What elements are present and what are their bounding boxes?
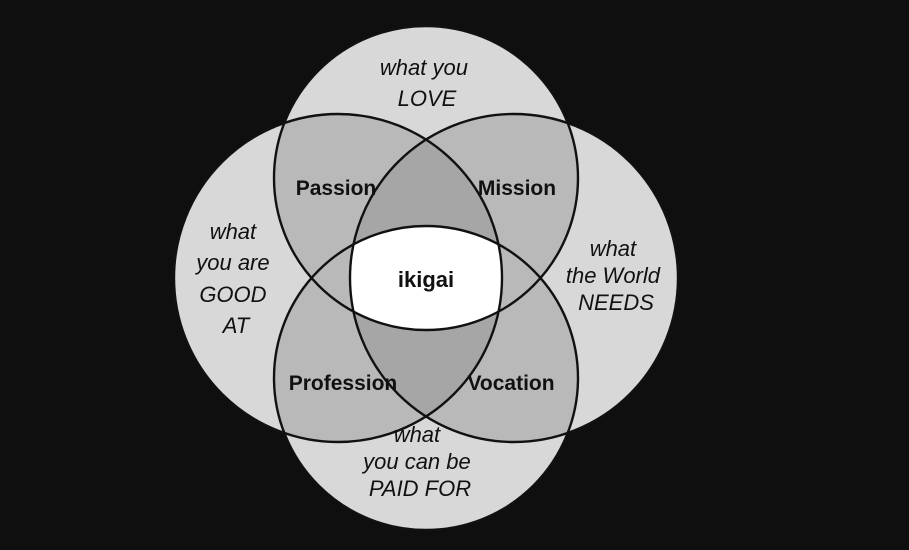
paid-for-label-line: you can be bbox=[361, 449, 471, 474]
passion-label: Passion bbox=[296, 177, 377, 200]
paid-for-label-line: PAID FOR bbox=[369, 476, 471, 501]
good-at-label-line: GOOD bbox=[199, 282, 266, 307]
outline-love bbox=[272, 24, 580, 332]
world-needs-label-line: NEEDS bbox=[578, 290, 654, 315]
mission-label: Mission bbox=[478, 177, 556, 200]
good-at-label-line: you are bbox=[194, 250, 269, 275]
love-label-line: what you bbox=[380, 55, 468, 80]
circle-labels: what you LOVE what you are GOOD AT what … bbox=[194, 55, 666, 501]
overlap-labels: Passion Mission Profession Vocation bbox=[289, 177, 556, 395]
love-label-line: LOVE bbox=[398, 86, 457, 111]
paid-for-label-line: what bbox=[394, 422, 441, 447]
profession-label: Profession bbox=[289, 372, 398, 395]
outline-good-at bbox=[172, 112, 504, 444]
good-at-label: what you are GOOD AT bbox=[194, 219, 276, 338]
vocation-label: Vocation bbox=[467, 372, 554, 395]
outline-paid-for bbox=[272, 224, 580, 532]
world-needs-label-line: what bbox=[590, 236, 637, 261]
outline-world-needs bbox=[348, 112, 680, 444]
love-label: what you LOVE bbox=[380, 55, 474, 111]
good-at-label-line: what bbox=[210, 219, 257, 244]
ikigai-label: ikigai bbox=[398, 267, 454, 292]
circle-outlines bbox=[172, 24, 680, 532]
world-needs-label-line: the World bbox=[566, 263, 661, 288]
good-at-label-line: AT bbox=[221, 313, 251, 338]
paid-for-label: what you can be PAID FOR bbox=[361, 422, 477, 501]
world-needs-label: what the World NEEDS bbox=[566, 236, 666, 315]
